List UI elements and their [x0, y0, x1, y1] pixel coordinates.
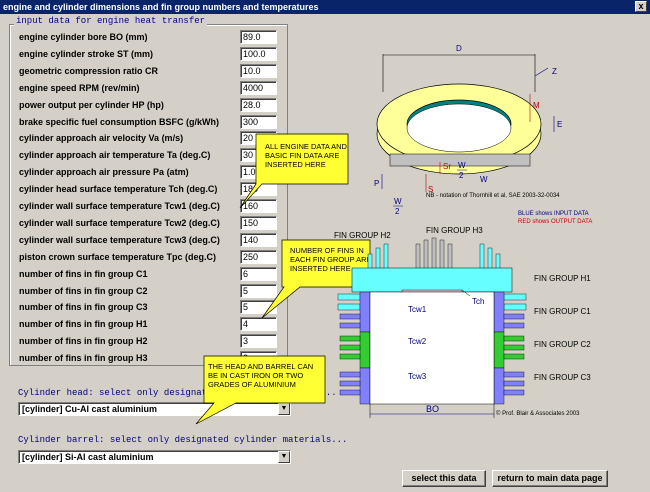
- red-output-note: RED shows OUTPUT DATA: [518, 219, 592, 225]
- input-label: cylinder wall surface temperature Tcw2 (…: [19, 217, 220, 228]
- callout-material: THE HEAD AND BARREL CAN BE IN CAST IRON …: [208, 362, 314, 389]
- input-field[interactable]: 6: [240, 266, 277, 281]
- input-label: engine cylinder stroke ST (mm): [19, 48, 154, 59]
- label-w2-den: 2: [459, 171, 464, 180]
- input-label: brake specific fuel consumption BSFC (g/…: [19, 116, 220, 127]
- input-label: cylinder head surface temperature Tch (d…: [19, 184, 218, 195]
- close-button[interactable]: x: [635, 1, 647, 12]
- return-to-main-button[interactable]: return to main data page: [492, 470, 608, 487]
- input-label: cylinder wall surface temperature Tcw1 (…: [19, 201, 220, 211]
- input-field[interactable]: 4: [240, 317, 277, 332]
- input-label: power output per cylinder HP (hp): [19, 99, 164, 110]
- input-field[interactable]: 250: [240, 249, 277, 264]
- engine-diagrams: D Z M E Sr S P W 2 W W 2 NB - notation o…: [334, 44, 592, 418]
- input-label: engine speed RPM (rev/min): [19, 82, 140, 93]
- label-fg-h1: FIN GROUP H1: [534, 274, 591, 283]
- input-field[interactable]: 160: [240, 199, 277, 213]
- label-sr: Sr: [443, 162, 451, 171]
- chevron-down-icon[interactable]: ▼: [278, 403, 290, 415]
- label-w2-num: W: [458, 161, 466, 170]
- input-label: cylinder approach air pressure Pa (atm): [19, 167, 189, 178]
- callout-engine-shape: [239, 133, 349, 209]
- label-tcw3: Tcw3: [408, 372, 427, 381]
- select-this-data-button[interactable]: select this data: [402, 470, 486, 487]
- input-field[interactable]: 140: [240, 232, 277, 247]
- input-label: number of fins in fin group C2: [19, 285, 148, 296]
- cylinder-barrel-select[interactable]: [cylinder] Si-Al cast aluminium ▼: [18, 450, 291, 464]
- label-m: M: [533, 101, 540, 110]
- callout-fins-shape: [261, 239, 371, 319]
- fin-notation-note: NB - notation of Thornhill et al, SAE 20…: [426, 193, 560, 199]
- input-field[interactable]: 4000: [240, 80, 277, 95]
- input-label: number of fins in fin group C1: [19, 268, 148, 279]
- copyright-text: © Prof. Blair & Associates 2003: [496, 410, 580, 417]
- input-field[interactable]: 28.0: [240, 97, 277, 112]
- input-label: number of fins in fin group H3: [19, 353, 148, 364]
- window-titlebar: engine and cylinder dimensions and fin g…: [0, 0, 650, 14]
- label-fg-c3: FIN GROUP C3: [534, 373, 591, 382]
- callout-engine: ALL ENGINE DATA AND BASIC FIN DATA ARE I…: [265, 142, 347, 169]
- cylinder-barrel-label: Cylinder barrel: select only designated …: [18, 435, 348, 445]
- cylinder-diagram: BO FIN GROUP H2 FIN GROUP H3 FIN GROUP H…: [334, 226, 591, 418]
- input-label: cylinder approach air velocity Va (m/s): [19, 133, 184, 144]
- label-w2b-num: W: [394, 197, 402, 206]
- input-label: piston crown surface temperature Tpc (de…: [19, 251, 217, 262]
- input-label: number of fins in fin group H2: [19, 336, 148, 347]
- input-group-title: input data for engine heat transfer: [14, 16, 208, 26]
- blue-input-note: BLUE shows INPUT DATA: [518, 211, 589, 217]
- label-fg-c2: FIN GROUP C2: [534, 340, 591, 349]
- label-fg-c1: FIN GROUP C1: [534, 307, 591, 316]
- label-d: D: [456, 44, 462, 53]
- cylinder-head-label: Cylinder head: select only designated cy…: [18, 388, 337, 398]
- fin-annulus-diagram: D Z M E Sr S P W 2 W W 2 NB - notation o…: [374, 44, 592, 225]
- cylinder-barrel-selected: [cylinder] Si-Al cast aluminium: [22, 452, 154, 462]
- cylinder-head-selected: [cylinder] Cu-Al cast aluminium: [22, 404, 158, 414]
- label-tcw1: Tcw1: [408, 305, 427, 314]
- label-e: E: [557, 120, 562, 129]
- callout-fins: NUMBER OF FINS IN EACH FIN GROUP ARE INS…: [290, 246, 372, 273]
- input-field[interactable]: 300: [240, 114, 277, 129]
- input-field[interactable]: 89.0: [240, 30, 277, 44]
- input-field[interactable]: 5: [240, 283, 277, 298]
- label-tch: Tch: [472, 297, 484, 306]
- label-p: P: [374, 179, 379, 188]
- label-s: S: [428, 185, 433, 194]
- label-bo: BO: [426, 404, 439, 414]
- input-field[interactable]: 150: [240, 215, 277, 230]
- label-z: Z: [552, 67, 557, 76]
- input-field[interactable]: 100.0: [240, 46, 277, 61]
- input-label: engine cylinder bore BO (mm): [19, 32, 148, 42]
- input-label: cylinder approach air temperature Ta (de…: [19, 150, 211, 161]
- chevron-down-icon[interactable]: ▼: [278, 451, 290, 463]
- input-field[interactable]: 3: [240, 334, 277, 349]
- input-label: number of fins in fin group H1: [19, 319, 148, 330]
- callout-material-shape: [195, 355, 326, 425]
- label-w2b-den: 2: [395, 207, 400, 216]
- input-label: number of fins in fin group C3: [19, 302, 148, 313]
- input-field[interactable]: 10.0: [240, 63, 277, 78]
- window-title: engine and cylinder dimensions and fin g…: [3, 2, 319, 12]
- input-label: cylinder wall surface temperature Tcw3 (…: [19, 234, 220, 245]
- input-label: geometric compression ratio CR: [19, 65, 159, 76]
- label-w: W: [480, 175, 488, 184]
- label-fg-h3: FIN GROUP H3: [426, 226, 483, 235]
- label-tcw2: Tcw2: [408, 337, 427, 346]
- label-fg-h2: FIN GROUP H2: [334, 231, 391, 240]
